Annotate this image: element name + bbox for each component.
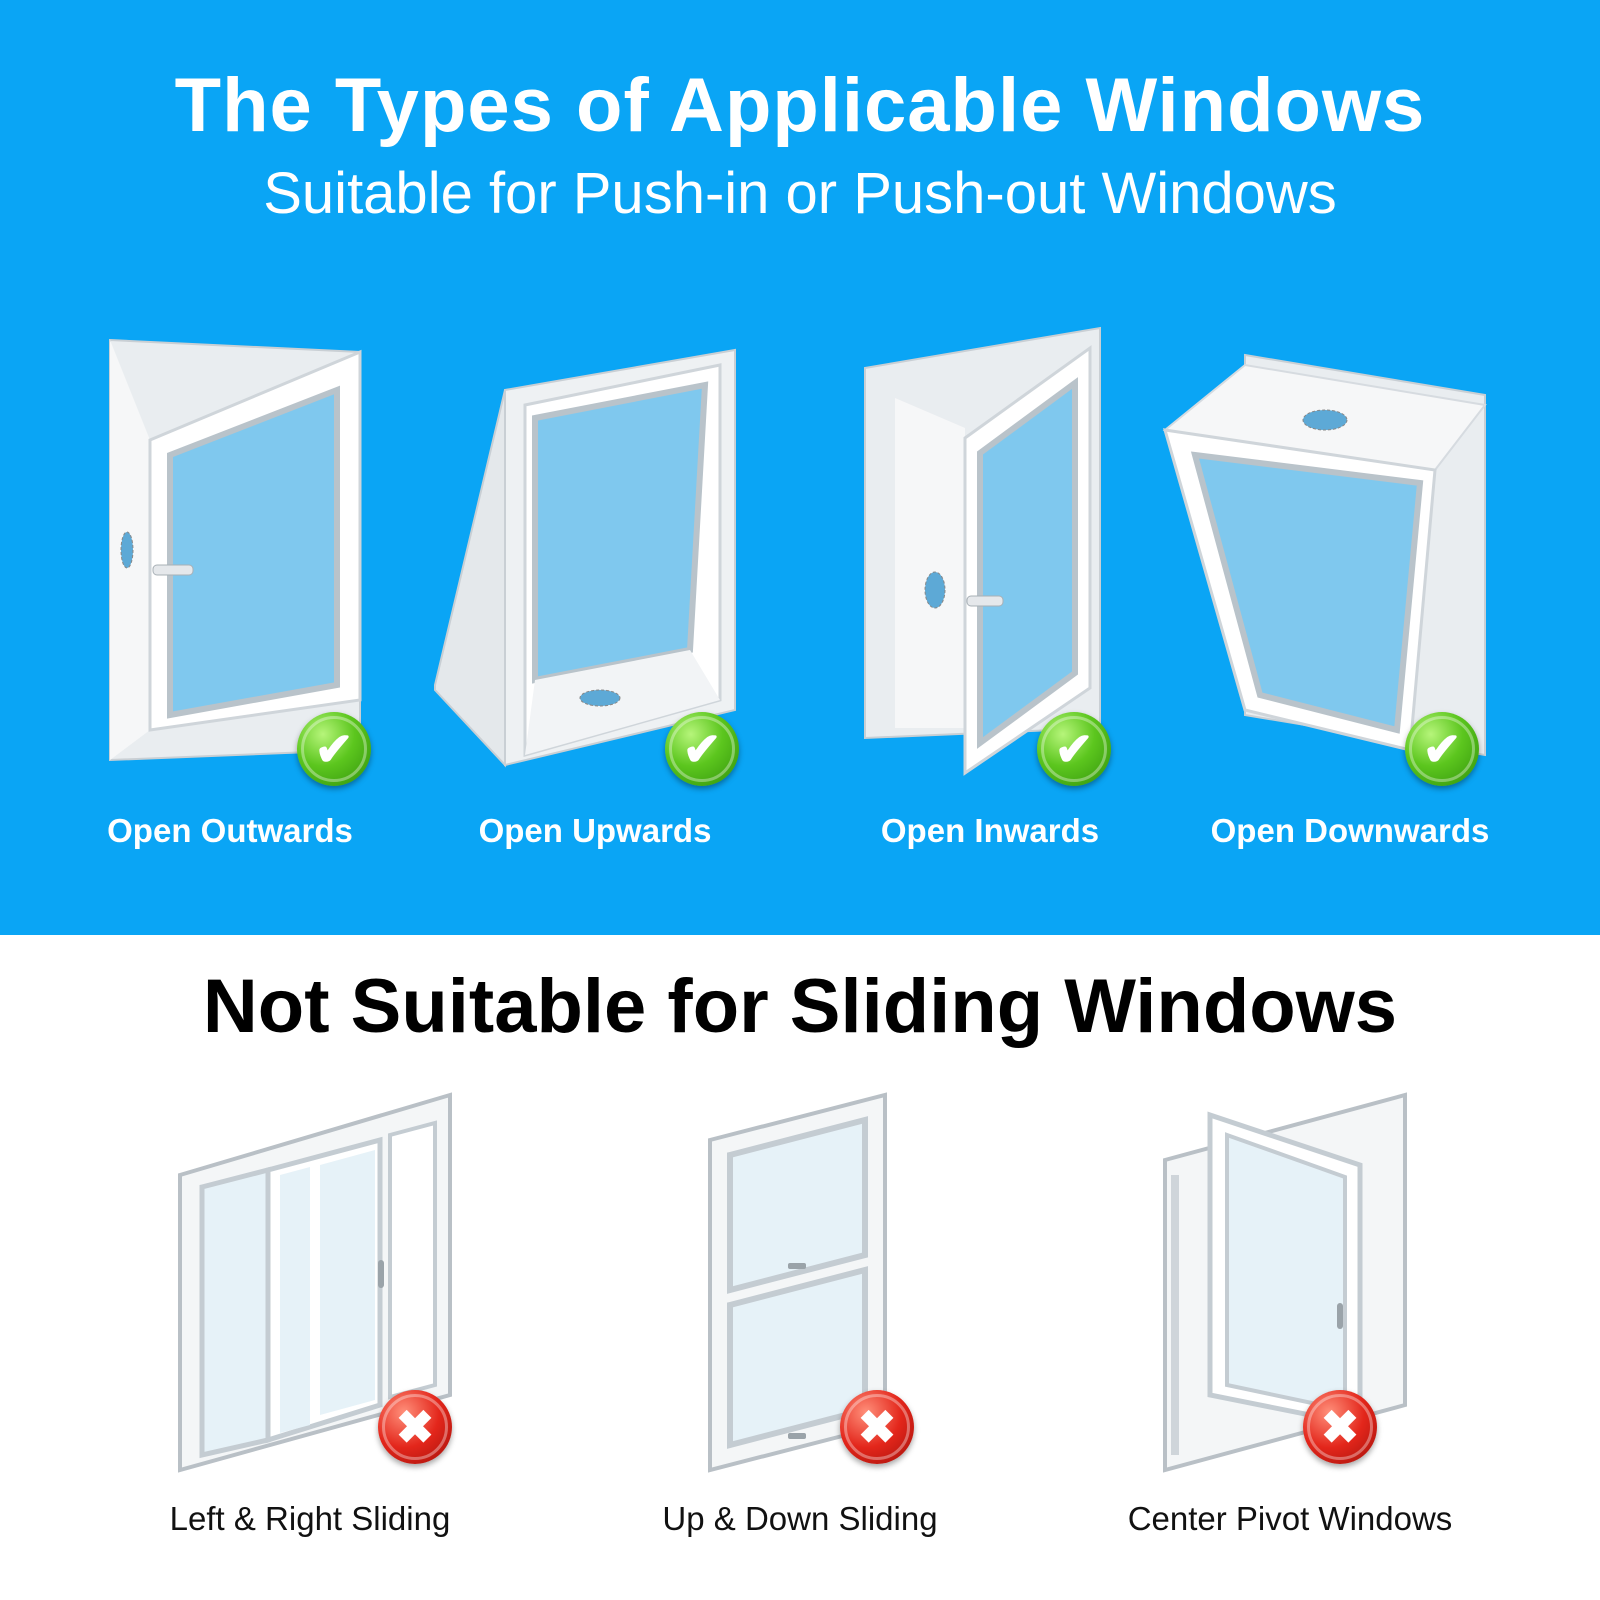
- open-inwards-window-illustration: [864, 326, 1101, 776]
- window-open-outwards: [105, 338, 375, 770]
- label-open-inwards: Open Inwards: [880, 812, 1100, 849]
- open-upwards-window-illustration: [434, 348, 736, 768]
- label-center-pivot-windows: Center Pivot Windows: [1127, 1500, 1453, 1537]
- label-up-down-sliding: Up & Down Sliding: [662, 1500, 938, 1537]
- unsuitable-title: Not Suitable for Sliding Windows: [202, 964, 1398, 1049]
- window-open-inwards: [864, 326, 1105, 778]
- check-badge-upwards: ✔: [665, 712, 739, 786]
- cross-badge-up-down: ✖: [840, 1390, 914, 1464]
- open-downwards-window-illustration: [1162, 353, 1487, 757]
- window-center-pivot: [1163, 1092, 1415, 1475]
- window-up-down-sliding: [708, 1092, 890, 1475]
- check-badge-inwards: ✔: [1037, 712, 1111, 786]
- window-open-upwards: [434, 348, 755, 770]
- window-left-right-sliding: [178, 1092, 460, 1475]
- open-outwards-window-illustration: [109, 338, 362, 762]
- main-title: The Types of Applicable Windows: [174, 63, 1426, 148]
- cross-badge-center-pivot: ✖: [1303, 1390, 1377, 1464]
- label-open-upwards: Open Upwards: [478, 812, 712, 849]
- center-pivot-window-illustration: [1163, 1092, 1407, 1473]
- check-badge-downwards: ✔: [1405, 712, 1479, 786]
- up-down-sliding-window-illustration: [708, 1092, 887, 1473]
- label-open-outwards: Open Outwards: [107, 812, 353, 849]
- sub-title: Suitable for Push-in or Push-out Windows: [263, 161, 1337, 226]
- left-right-sliding-window-illustration: [178, 1092, 452, 1473]
- check-badge-outwards: ✔: [297, 712, 371, 786]
- label-left-right-sliding: Left & Right Sliding: [169, 1500, 451, 1537]
- cross-badge-left-right: ✖: [378, 1390, 452, 1464]
- window-open-downwards: [1162, 353, 1495, 775]
- label-open-downwards: Open Downwards: [1210, 812, 1490, 849]
